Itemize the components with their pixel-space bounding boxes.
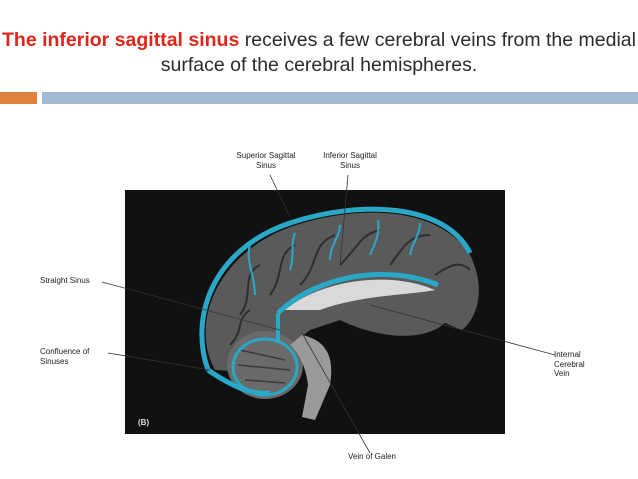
label-internal-cerebral-vein: Internal Cerebral Vein	[554, 350, 585, 378]
brain-diagram: (B)	[101, 174, 556, 454]
title-rest: receives a few cerebral veins from the m…	[160, 29, 636, 76]
corpus-callosum	[285, 279, 435, 310]
cortical-veins	[247, 219, 421, 296]
accent-bar-blue	[42, 92, 638, 104]
brain-figure: (B) Superior Sagittal Sinus Inferior Sag…	[40, 145, 600, 467]
confluence-outline	[206, 367, 271, 396]
leader-lines	[101, 174, 556, 454]
label-straight-sinus: Straight Sinus	[40, 276, 90, 285]
cerebellum-outline	[231, 337, 299, 397]
superior-sagittal-sinus-outline	[199, 206, 473, 371]
slide-title: The inferior sagittal sinus receives a f…	[0, 28, 638, 78]
panel-label: (B)	[138, 418, 149, 427]
label-superior-sagittal-sinus: Superior Sagittal Sinus	[236, 151, 296, 170]
cerebellum-folia	[237, 349, 291, 384]
cerebellum-shape	[227, 331, 303, 399]
label-vein-of-galen: Vein of Galen	[347, 452, 397, 461]
inferior-sagittal-sinus-outline	[276, 271, 439, 315]
accent-bar-orange	[0, 92, 37, 104]
title-lead: The inferior sagittal sinus	[2, 29, 240, 51]
brainstem-shape	[290, 335, 332, 420]
label-inferior-sagittal-sinus: Inferior Sagittal Sinus	[323, 151, 377, 170]
gyri-texture	[229, 229, 471, 346]
label-confluence-of-sinuses: Confluence of Sinuses	[40, 347, 90, 366]
